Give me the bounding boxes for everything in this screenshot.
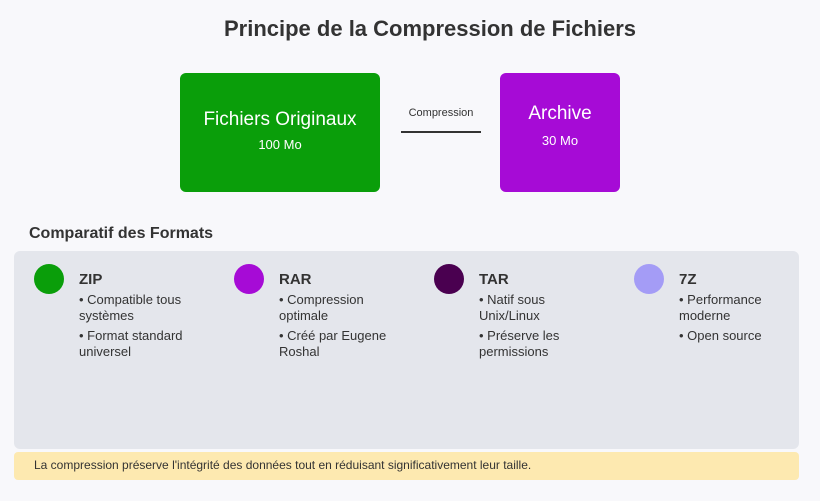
original-files-label: Fichiers Originaux (203, 109, 357, 130)
format-feature: • Performance moderne (679, 292, 762, 323)
format-color-dot (434, 264, 464, 294)
format-name: 7Z (679, 271, 697, 288)
archive-size: 30 Mo (541, 133, 579, 148)
format-name: RAR (279, 271, 312, 288)
compression-arrow-line (401, 131, 481, 133)
footer-note: La compression préserve l'intégrité des … (14, 452, 799, 480)
format-color-dot (234, 264, 264, 294)
format-feature: • Compatible tous systèmes (79, 292, 182, 323)
format-feature: • Format standard universel (79, 328, 183, 359)
format-name: ZIP (79, 271, 103, 288)
format-features: • Compatible tous systèmes • Format stan… (79, 292, 209, 364)
format-feature: • Préserve les permissions (479, 328, 560, 359)
comparison-title: Comparatif des Formats (29, 225, 214, 242)
format-feature: • Natif sous Unix/Linux (479, 292, 545, 323)
original-files-size: 100 Mo (258, 137, 302, 152)
archive-box: Archive 30 Mo (500, 73, 620, 192)
format-features: • Performance moderne • Open source (679, 292, 809, 348)
archive-label: Archive (528, 103, 592, 124)
format-features: • Compression optimale • Créé par Eugene… (279, 292, 409, 364)
format-feature: • Créé par Eugene Roshal (279, 328, 387, 359)
formats-panel (14, 251, 799, 449)
page-title: Principe de la Compression de Fichiers (223, 16, 637, 41)
original-files-box: Fichiers Originaux 100 Mo (180, 73, 380, 192)
format-features: • Natif sous Unix/Linux • Préserve les p… (479, 292, 609, 364)
format-color-dot (634, 264, 664, 294)
format-feature: • Open source (679, 328, 762, 343)
format-feature: • Compression optimale (279, 292, 364, 323)
format-color-dot (34, 264, 64, 294)
compression-arrow-label: Compression (408, 107, 474, 119)
format-name: TAR (479, 271, 509, 288)
